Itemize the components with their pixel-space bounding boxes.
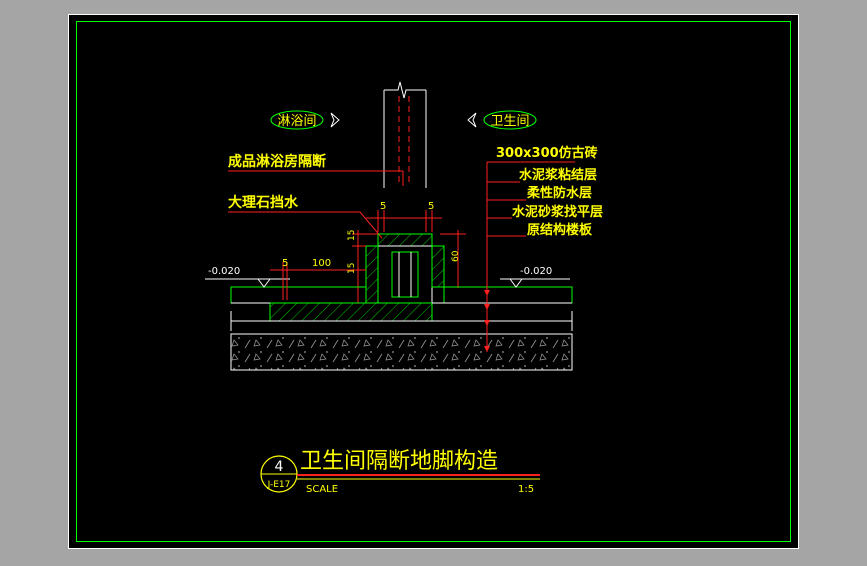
marble-curb <box>365 233 445 304</box>
space-right-label: 卫生间 <box>490 114 529 129</box>
space-left-label: 淋浴间 <box>277 114 316 129</box>
drawing-title: 卫生间隔断地脚构造 <box>300 449 498 474</box>
layer-arrows <box>484 290 490 352</box>
dim-curb-body: 15 <box>347 263 357 274</box>
marble-curb-leader <box>228 211 383 239</box>
space-right-tag: 卫生间 <box>467 110 537 130</box>
dim-gap-right: 5 <box>428 201 434 212</box>
inner-frame <box>76 21 791 542</box>
scale-label: SCALE <box>306 484 338 495</box>
right-elevation-marker <box>500 278 570 288</box>
space-left-tag: 淋浴间 <box>270 110 340 130</box>
title-block: 4 J-E17 卫生间隔断地脚构造 SCALE 1:5 <box>260 449 540 495</box>
floor-build-up <box>230 286 573 371</box>
dim-step-gap: 5 <box>282 258 288 269</box>
partition-wall-break <box>383 81 427 188</box>
sheet-ref: J-E17 <box>267 480 291 490</box>
top-gap-dims <box>366 210 442 232</box>
layer-label-bond: 水泥浆粘结层 <box>519 167 597 183</box>
elev-right: -0.020 <box>520 266 552 277</box>
layer-label-tile: 300x300仿古砖 <box>496 145 598 161</box>
layer-label-slab: 原结构楼板 <box>527 222 593 238</box>
left-elevation-marker <box>205 278 290 288</box>
scale-value: 1:5 <box>518 484 534 495</box>
layer-label-screed: 水泥砂浆找平层 <box>512 204 603 220</box>
layer-label-waterproof: 柔性防水层 <box>526 185 592 201</box>
detail-number: 4 <box>275 459 284 475</box>
dim-curb-top: 15 <box>347 230 357 241</box>
elev-left: -0.020 <box>208 266 240 277</box>
dim-gap-left: 5 <box>380 201 386 212</box>
dim-offset: 100 <box>312 258 331 269</box>
dim-curb-height: 60 <box>451 250 461 262</box>
outer-frame <box>68 14 799 549</box>
shower-partition-callout: 成品淋浴房隔断 <box>228 153 326 170</box>
left-offset-dims <box>270 262 360 300</box>
marble-curb-callout: 大理石挡水 <box>228 194 299 211</box>
